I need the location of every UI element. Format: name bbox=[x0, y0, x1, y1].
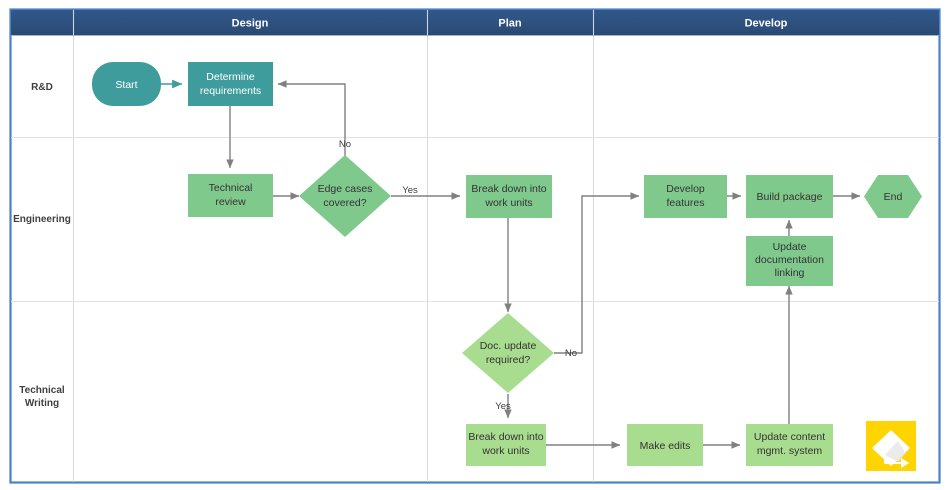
node-edge-cases-covered[interactable]: Edge cases covered? bbox=[299, 155, 391, 237]
node-make-edits[interactable]: Make edits bbox=[627, 424, 703, 466]
node-determine-requirements-label-2: requirements bbox=[200, 85, 261, 97]
node-doc-update-required[interactable]: Doc. update required? bbox=[462, 313, 554, 393]
edge-label-no-doc-update: No bbox=[565, 348, 577, 359]
node-break-down-tw-label-2: work units bbox=[481, 445, 529, 457]
node-update-doc-label-1: Update bbox=[773, 241, 807, 253]
edge-label-yes-doc-update: Yes bbox=[495, 401, 511, 412]
node-end[interactable]: End bbox=[864, 175, 922, 218]
node-update-doc-label-3: linking bbox=[775, 267, 805, 279]
lucidchart-logo[interactable] bbox=[866, 421, 916, 471]
node-build-package[interactable]: Build package bbox=[746, 175, 833, 218]
node-build-package-label: Build package bbox=[757, 191, 823, 203]
node-doc-update-label-1: Doc. update bbox=[480, 340, 537, 352]
node-break-down-work-units-eng[interactable]: Break down into work units bbox=[466, 175, 552, 218]
node-update-doc-label-2: documentation bbox=[755, 254, 824, 266]
node-break-down-work-units-tw[interactable]: Break down into work units bbox=[466, 424, 546, 466]
lane-label-techwriting-line1: Technical bbox=[19, 385, 65, 396]
node-make-edits-label: Make edits bbox=[640, 440, 691, 452]
node-break-down-eng-label-1: Break down into bbox=[471, 183, 546, 195]
connector-doc-update-no-to-develop-features bbox=[554, 192, 640, 354]
node-determine-requirements-label-1: Determine bbox=[206, 71, 255, 83]
node-technical-review[interactable]: Technical review bbox=[188, 174, 273, 217]
connectors bbox=[161, 79, 861, 449]
node-develop-features-label-1: Develop bbox=[666, 183, 705, 195]
node-technical-review-label-1: Technical bbox=[209, 182, 253, 194]
edge-label-yes-edge-cases: Yes bbox=[402, 185, 418, 196]
node-edge-cases-label-2: covered? bbox=[323, 197, 366, 209]
node-determine-requirements[interactable]: Determine requirements bbox=[188, 62, 273, 106]
node-end-label: End bbox=[884, 191, 903, 203]
column-header-design: Design bbox=[232, 17, 269, 29]
node-update-documentation-linking[interactable]: Update documentation linking bbox=[746, 236, 833, 286]
node-update-cms-label-1: Update content bbox=[754, 431, 825, 443]
node-edge-cases-label-1: Edge cases bbox=[318, 183, 373, 195]
node-update-cms-label-2: mgmt. system bbox=[757, 445, 823, 457]
node-technical-review-label-2: review bbox=[215, 196, 246, 208]
lane-dividers bbox=[11, 137, 939, 302]
column-header-develop: Develop bbox=[745, 17, 788, 29]
node-develop-features[interactable]: Develop features bbox=[644, 175, 727, 218]
lane-label-rnd: R&D bbox=[31, 82, 53, 93]
connector-edge-cases-no-to-determine bbox=[277, 80, 346, 166]
column-header-plan: Plan bbox=[498, 17, 522, 29]
node-develop-features-label-2: features bbox=[667, 197, 705, 209]
column-dividers bbox=[73, 36, 594, 482]
column-header-band bbox=[11, 10, 939, 36]
node-break-down-tw-label-1: Break down into bbox=[468, 431, 543, 443]
node-break-down-eng-label-2: work units bbox=[484, 197, 532, 209]
lane-label-engineering: Engineering bbox=[13, 214, 71, 225]
node-start-label: Start bbox=[115, 79, 137, 91]
edge-label-no-edge-cases: No bbox=[339, 139, 351, 150]
node-doc-update-label-2: required? bbox=[486, 354, 531, 366]
node-start[interactable]: Start bbox=[92, 62, 161, 106]
node-update-content-mgmt-system[interactable]: Update content mgmt. system bbox=[746, 424, 833, 466]
lane-label-techwriting-line2: Writing bbox=[25, 398, 59, 409]
